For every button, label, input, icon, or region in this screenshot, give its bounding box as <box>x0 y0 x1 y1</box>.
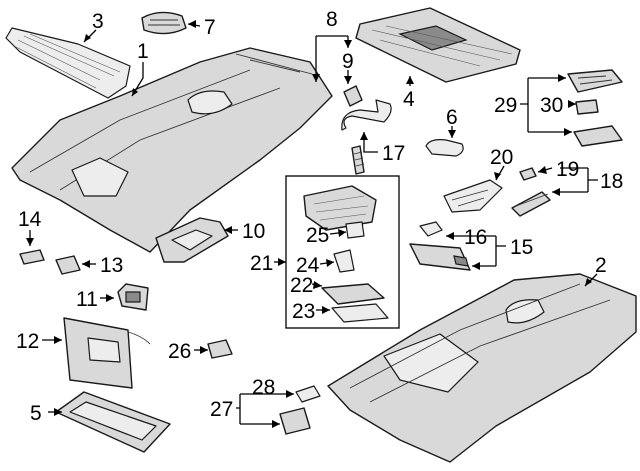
callout-1: 1 <box>137 40 149 63</box>
part-visor-clip <box>207 339 233 359</box>
part-insulator-pad <box>5 27 131 99</box>
part-grab-handle <box>341 99 392 175</box>
part-sun-visor <box>63 317 151 389</box>
callout-25: 25 <box>306 224 329 247</box>
callout-21: 21 <box>250 252 273 275</box>
part-sunroof-seal <box>55 391 171 453</box>
callout-26: 26 <box>168 340 191 363</box>
callout-6: 6 <box>446 106 458 129</box>
callout-15: 15 <box>510 236 533 259</box>
part-overhead-console <box>303 185 389 323</box>
callout-23: 23 <box>292 300 315 323</box>
callout-19: 19 <box>556 158 579 181</box>
part-dome-lens <box>425 139 464 157</box>
callout-13: 13 <box>100 254 123 277</box>
callout-10: 10 <box>242 220 265 243</box>
callout-5: 5 <box>30 402 42 425</box>
callout-9: 9 <box>342 50 354 73</box>
callout-4: 4 <box>403 88 415 111</box>
part-lamp-housing <box>155 217 229 263</box>
part-lamp-lens <box>141 11 187 35</box>
part-headliner-lower <box>327 273 637 463</box>
part-reading-lamp <box>117 283 149 311</box>
part-bulb-lamp <box>279 385 321 435</box>
callout-12: 12 <box>16 330 39 353</box>
callout-30: 30 <box>540 94 563 117</box>
part-headliner-upper <box>11 47 333 253</box>
callout-8: 8 <box>326 8 338 31</box>
callout-20: 20 <box>490 146 513 169</box>
part-map-lamp <box>409 221 471 271</box>
arrowheads <box>26 20 592 428</box>
callout-17: 17 <box>382 142 405 165</box>
callout-22: 22 <box>290 274 313 297</box>
callout-16: 16 <box>464 226 487 249</box>
callout-29: 29 <box>494 94 517 117</box>
callout-2: 2 <box>595 254 607 277</box>
callout-28: 28 <box>252 376 275 399</box>
part-clips <box>19 249 81 275</box>
part-group-frame <box>285 175 400 329</box>
callout-18: 18 <box>600 170 623 193</box>
part-console-assembly <box>567 69 623 147</box>
callout-7: 7 <box>204 16 216 39</box>
callout-14: 14 <box>18 208 42 231</box>
callout-3: 3 <box>92 10 104 33</box>
callout-27: 27 <box>210 398 233 421</box>
callout-labels: 1 2 3 4 5 6 7 8 9 10 11 12 13 14 15 16 1… <box>16 8 623 425</box>
part-sunshade-panel <box>355 7 521 83</box>
part-sensor-harness <box>511 167 551 217</box>
callout-11: 11 <box>76 288 98 311</box>
callout-24: 24 <box>296 254 320 277</box>
part-handle-clip <box>343 85 363 107</box>
part-bracket <box>443 179 503 213</box>
